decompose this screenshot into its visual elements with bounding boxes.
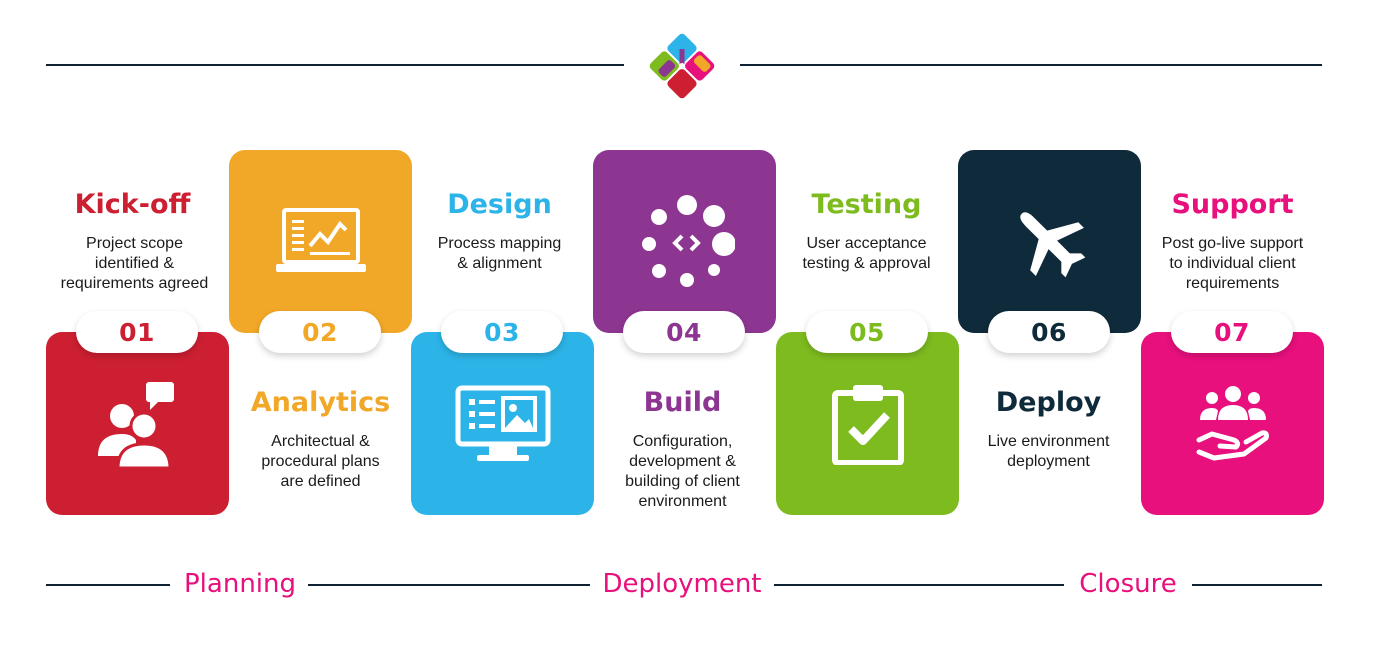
step-3-description: Process mapping& alignment <box>437 235 562 272</box>
step-6-title: Deploy <box>995 387 1102 418</box>
step-5-tile <box>776 332 959 515</box>
step-4-number: 04 <box>623 311 745 353</box>
laptop-chart-icon <box>275 207 366 272</box>
step-2-title: Analytics <box>250 387 391 418</box>
step-3-number: 03 <box>441 311 563 353</box>
step-6-tile <box>958 150 1141 333</box>
step-7-number: 07 <box>1171 311 1293 353</box>
footer-line-1 <box>46 584 170 586</box>
step-4-tile <box>593 150 776 333</box>
step-7-title: Support <box>1171 189 1294 220</box>
monitor-layout-icon <box>455 385 550 461</box>
step-7-tile <box>1141 332 1324 515</box>
step-1-number: 01 <box>76 311 198 353</box>
footer-line-3 <box>774 584 1064 586</box>
phase-deployment-label: Deployment <box>602 569 762 599</box>
footer-line-2 <box>308 584 590 586</box>
step-3-tile <box>411 332 594 515</box>
step-4-title: Build <box>643 387 722 418</box>
brand-logo-icon <box>646 30 718 102</box>
step-1-title: Kick-off <box>74 189 191 220</box>
step-2-tile <box>229 150 412 333</box>
header-line-right <box>740 64 1322 66</box>
step-6-number: 06 <box>988 311 1110 353</box>
users-chat-icon <box>97 381 174 468</box>
step-5-title: Testing <box>811 189 922 220</box>
step-1-tile <box>46 332 229 515</box>
clipboard-check-icon <box>831 384 904 465</box>
header-line-left <box>46 64 624 66</box>
hand-people-icon <box>1196 385 1269 460</box>
phase-closure-label: Closure <box>1079 569 1177 599</box>
step-4-description: Configuration,development &building of c… <box>625 433 740 510</box>
step-5-number: 05 <box>806 311 928 353</box>
step-3-title: Design <box>447 189 552 220</box>
code-loader-icon <box>641 194 735 287</box>
step-2-number: 02 <box>259 311 381 353</box>
airplane-icon <box>1019 211 1085 277</box>
footer-line-4 <box>1192 584 1322 586</box>
phase-planning-label: Planning <box>184 569 296 599</box>
